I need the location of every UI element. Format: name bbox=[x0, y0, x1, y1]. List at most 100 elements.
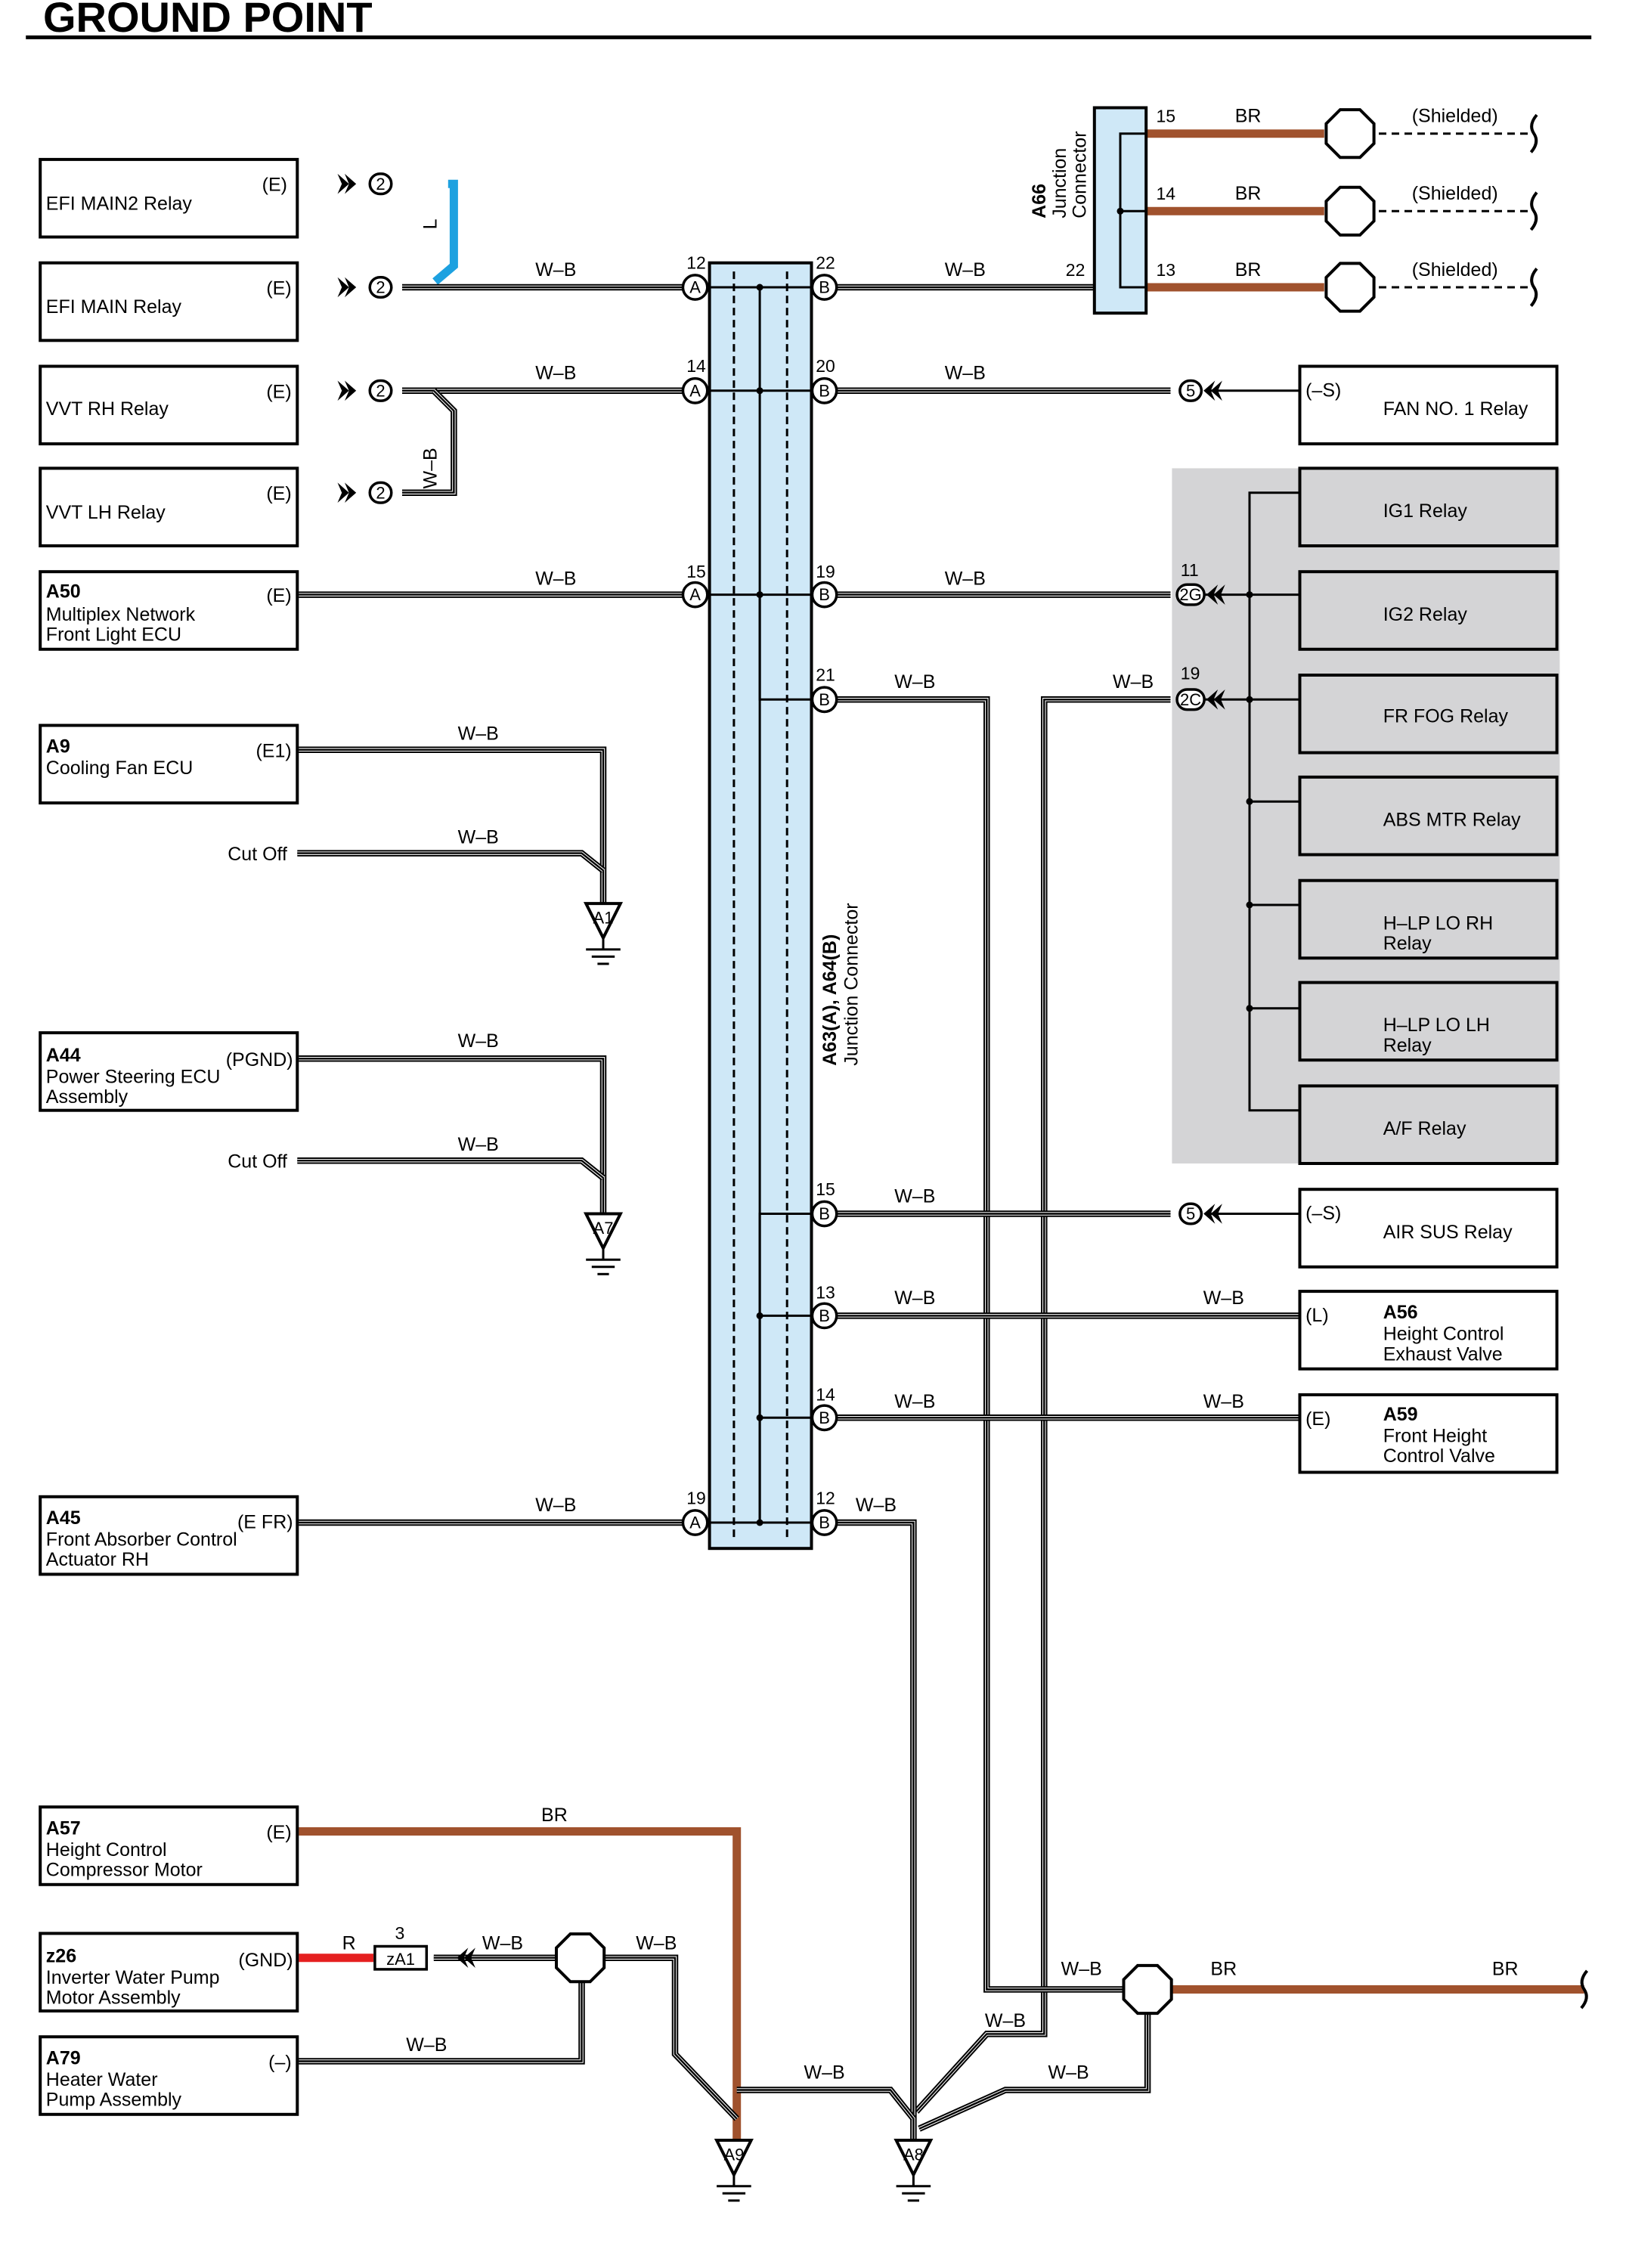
wires-layer bbox=[297, 129, 1584, 2140]
wire-label-br-1: BR bbox=[1235, 183, 1262, 204]
wire-a44-cutoff bbox=[297, 1157, 605, 1181]
junction-link bbox=[758, 594, 825, 701]
pin-num-a14: 14 bbox=[686, 356, 706, 376]
box-efi-main2 bbox=[39, 157, 299, 239]
arrow-vvt-lh bbox=[337, 482, 357, 503]
wire-label-wb-7: W–B bbox=[458, 1134, 499, 1155]
shield-end-1 bbox=[1529, 191, 1538, 231]
wire-label-br-4: BR bbox=[1210, 1959, 1237, 1980]
svg-text:2: 2 bbox=[376, 278, 385, 297]
pin-num-a66-14: 14 bbox=[1157, 184, 1176, 203]
label-af: A/F Relay bbox=[1383, 1118, 1466, 1139]
arrow-airsus bbox=[1203, 1204, 1222, 1224]
label-z26-2: Motor Assembly bbox=[46, 1988, 181, 2009]
svg-text:A: A bbox=[689, 278, 701, 297]
wire-label-wb-9: W–B bbox=[945, 363, 986, 384]
shield-splice-0 bbox=[1324, 108, 1376, 160]
pin-a-1: A bbox=[681, 376, 709, 404]
pin-num-b19: 19 bbox=[816, 562, 835, 581]
pin-a-3: A bbox=[681, 1509, 709, 1536]
junction-splice bbox=[756, 387, 763, 395]
svg-text:B: B bbox=[819, 690, 830, 709]
svg-text:A8: A8 bbox=[903, 2146, 924, 2164]
box-hlplh bbox=[1298, 981, 1559, 1062]
box-fan1 bbox=[1298, 364, 1559, 446]
wire-label-r: R bbox=[342, 1932, 356, 1954]
label-a56-2: Exhaust Valve bbox=[1383, 1343, 1503, 1365]
code-z26: z26 bbox=[46, 1945, 76, 1966]
svg-text:5: 5 bbox=[1186, 381, 1195, 400]
shield-end-2 bbox=[1529, 267, 1538, 308]
conn-2c: 2C bbox=[1175, 688, 1206, 711]
code-a50: A50 bbox=[46, 581, 81, 602]
box-a79 bbox=[39, 2035, 299, 2116]
label-a79-1: Heater Water bbox=[46, 2069, 158, 2090]
svg-text:A1: A1 bbox=[593, 909, 614, 928]
pin-b-0: B bbox=[810, 274, 838, 301]
arrow-efi-main bbox=[337, 277, 357, 298]
box-a44 bbox=[39, 1031, 299, 1112]
splice-z26 bbox=[555, 1932, 606, 1984]
svg-text:A7: A7 bbox=[593, 1219, 614, 1238]
wire-label-wb-2: W–B bbox=[535, 568, 576, 589]
box-a59 bbox=[1298, 1393, 1559, 1474]
pin-b-6: B bbox=[810, 1404, 838, 1432]
wire-label-wb-21: W–B bbox=[406, 2034, 447, 2056]
wire-label-wb-16: W–B bbox=[1203, 1287, 1244, 1309]
wire-label-br-5: BR bbox=[1492, 1959, 1519, 1980]
pin-num-a66-22: 22 bbox=[1066, 260, 1085, 280]
pin-num-2c: 19 bbox=[1181, 664, 1200, 683]
wire-label-wb-22: W–B bbox=[804, 2062, 845, 2083]
arrow-vvt-rh bbox=[337, 380, 357, 401]
pin-num-b22: 22 bbox=[816, 253, 835, 272]
conn-za1: zA1 bbox=[373, 1944, 429, 1971]
label-a79-2: Pump Assembly bbox=[46, 2089, 182, 2110]
wire-label-wb-19: W–B bbox=[482, 1932, 523, 1954]
svg-text:2: 2 bbox=[376, 175, 385, 194]
conn-efi-main2: 2 bbox=[368, 172, 393, 196]
arrow-za1 bbox=[457, 1947, 475, 1968]
pin-b-5: B bbox=[810, 1302, 838, 1330]
pin-num-a66-15: 15 bbox=[1157, 107, 1176, 126]
box-a45 bbox=[39, 1495, 299, 1576]
wire-label-wb-13: W–B bbox=[894, 1185, 935, 1207]
box-a50 bbox=[39, 570, 299, 651]
relay-splice bbox=[1246, 798, 1253, 805]
wire-label-wb-24: W–B bbox=[985, 2010, 1026, 2031]
label-a50-2: Front Light ECU bbox=[46, 624, 181, 645]
pin-num-b13: 13 bbox=[816, 1283, 835, 1303]
svg-text:B: B bbox=[819, 1306, 830, 1325]
label-a50-1: Multiplex Network bbox=[46, 604, 196, 625]
label-a9: Cooling Fan ECU bbox=[46, 758, 194, 779]
term-a50: (E) bbox=[266, 585, 291, 606]
wire-label-wb-23: W–B bbox=[1061, 1959, 1102, 1980]
splice-main bbox=[1122, 1963, 1173, 2015]
label-ig2: IG2 Relay bbox=[1383, 604, 1468, 625]
wire-label-wb-14: W–B bbox=[894, 1287, 935, 1309]
label-hlprh-1: H–LP LO RH bbox=[1383, 912, 1493, 934]
wire-2c bbox=[914, 696, 1171, 2114]
term-z26: (GND) bbox=[238, 1950, 293, 1971]
label-a56-1: Height Control bbox=[1383, 1324, 1504, 1345]
box-frfog bbox=[1298, 674, 1559, 754]
label-a45-1: Front Absorber Control bbox=[46, 1529, 237, 1550]
arrow-2c bbox=[1206, 689, 1225, 710]
pin-num-2g: 11 bbox=[1181, 560, 1199, 580]
pin-num-b20: 20 bbox=[816, 356, 835, 376]
br-out-end bbox=[1580, 1969, 1589, 2009]
wire-label-wb-vertical: W–B bbox=[420, 448, 441, 488]
svg-text:A: A bbox=[689, 381, 701, 400]
wire-label-br-2: BR bbox=[1235, 259, 1262, 280]
wire-a9-cutoff bbox=[297, 850, 605, 873]
wire-label-wb-18: W–B bbox=[856, 1495, 897, 1516]
junction-a63-label-2: Junction Connector bbox=[841, 903, 862, 1065]
svg-text:A9: A9 bbox=[723, 2146, 744, 2164]
pin-num-b15: 15 bbox=[816, 1179, 835, 1199]
svg-text:B: B bbox=[819, 1204, 830, 1223]
junction-splice bbox=[1116, 207, 1124, 215]
term-fan1: (–S) bbox=[1305, 380, 1341, 401]
arrow-2g bbox=[1206, 584, 1225, 605]
pin-a-2: A bbox=[681, 581, 709, 609]
conn-airsus: 5 bbox=[1178, 1202, 1203, 1225]
pin-num-b21: 21 bbox=[816, 665, 835, 685]
